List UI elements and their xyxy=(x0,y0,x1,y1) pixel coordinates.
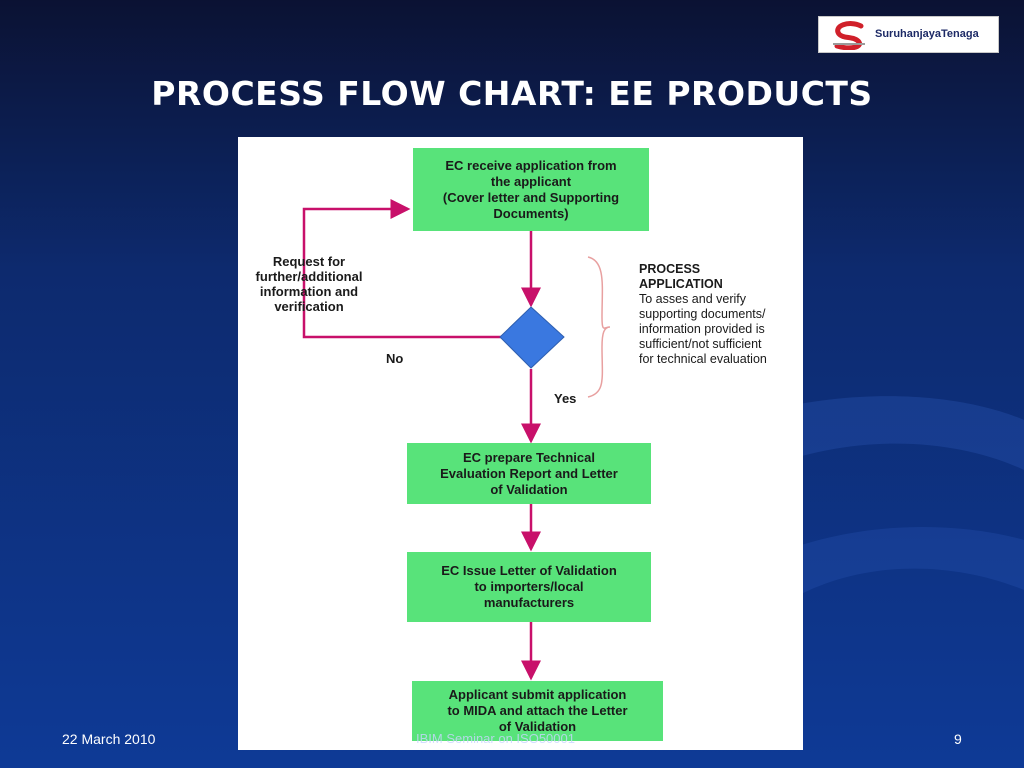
flow-connectors xyxy=(302,199,611,681)
flow-chart-panel: EC receive application from the applican… xyxy=(238,137,803,750)
footer-date: 22 March 2010 xyxy=(62,731,156,747)
step-prepare-evaluation-report: EC prepare Technical Evaluation Report a… xyxy=(407,443,651,504)
step-text: Evaluation Report and Letter xyxy=(440,465,618,481)
step-text: Applicant submit application xyxy=(448,687,627,702)
process-application-note: PROCESS APPLICATION To asses and verify … xyxy=(639,262,799,367)
logo-mark-icon xyxy=(833,21,865,50)
step-submit-to-mida: Applicant submit application to MIDA and… xyxy=(412,681,663,741)
suruhanjaya-tenaga-logo: SuruhanjayaTenaga xyxy=(818,16,999,53)
label-line: Request for xyxy=(272,254,346,269)
note-line: for technical evaluation xyxy=(639,352,767,366)
note-line: information provided is xyxy=(639,322,765,336)
page-number: 9 xyxy=(954,731,962,747)
step-text: (Cover letter and Supporting xyxy=(442,189,620,205)
note-line: To asses and verify xyxy=(639,292,746,306)
step-text: manufacturers xyxy=(483,595,575,610)
step-text: of Validation xyxy=(490,481,568,497)
no-label: No xyxy=(386,351,404,366)
step-text: EC Issue Letter of Validation xyxy=(441,563,617,578)
footer-center-text: IBIM Seminar on ISO50001 xyxy=(416,731,575,746)
step-text: to MIDA and attach the Letter xyxy=(447,703,628,718)
feedback-label: Request for further/additional informati… xyxy=(250,254,368,314)
yes-label: Yes xyxy=(554,391,577,406)
step-receive-application: EC receive application from the applican… xyxy=(413,148,649,231)
step-text: EC prepare Technical xyxy=(463,449,595,465)
step-text: of Validation xyxy=(498,719,577,734)
page-title: PROCESS FLOW CHART: EE PRODUCTS xyxy=(151,74,873,113)
step-text: to importers/local xyxy=(474,579,584,594)
note-heading: PROCESS xyxy=(639,262,701,276)
label-line: further/additional xyxy=(255,269,363,284)
note-brace xyxy=(587,256,611,398)
logo-text: SuruhanjayaTenaga xyxy=(875,28,979,40)
note-line: sufficient/not sufficient xyxy=(639,337,762,351)
note-heading: APPLICATION xyxy=(639,277,723,291)
decision-diamond xyxy=(499,306,565,369)
note-line: supporting documents/ xyxy=(639,307,766,321)
step-text: Documents) xyxy=(493,205,569,221)
step-issue-letter-of-validation: EC Issue Letter of Validation to importe… xyxy=(407,552,651,622)
label-line: information and xyxy=(259,284,359,299)
step-text: the applicant xyxy=(490,173,572,189)
connector-lines xyxy=(302,199,541,681)
label-line: verification xyxy=(274,299,344,314)
step-text: EC receive application from xyxy=(445,157,617,173)
